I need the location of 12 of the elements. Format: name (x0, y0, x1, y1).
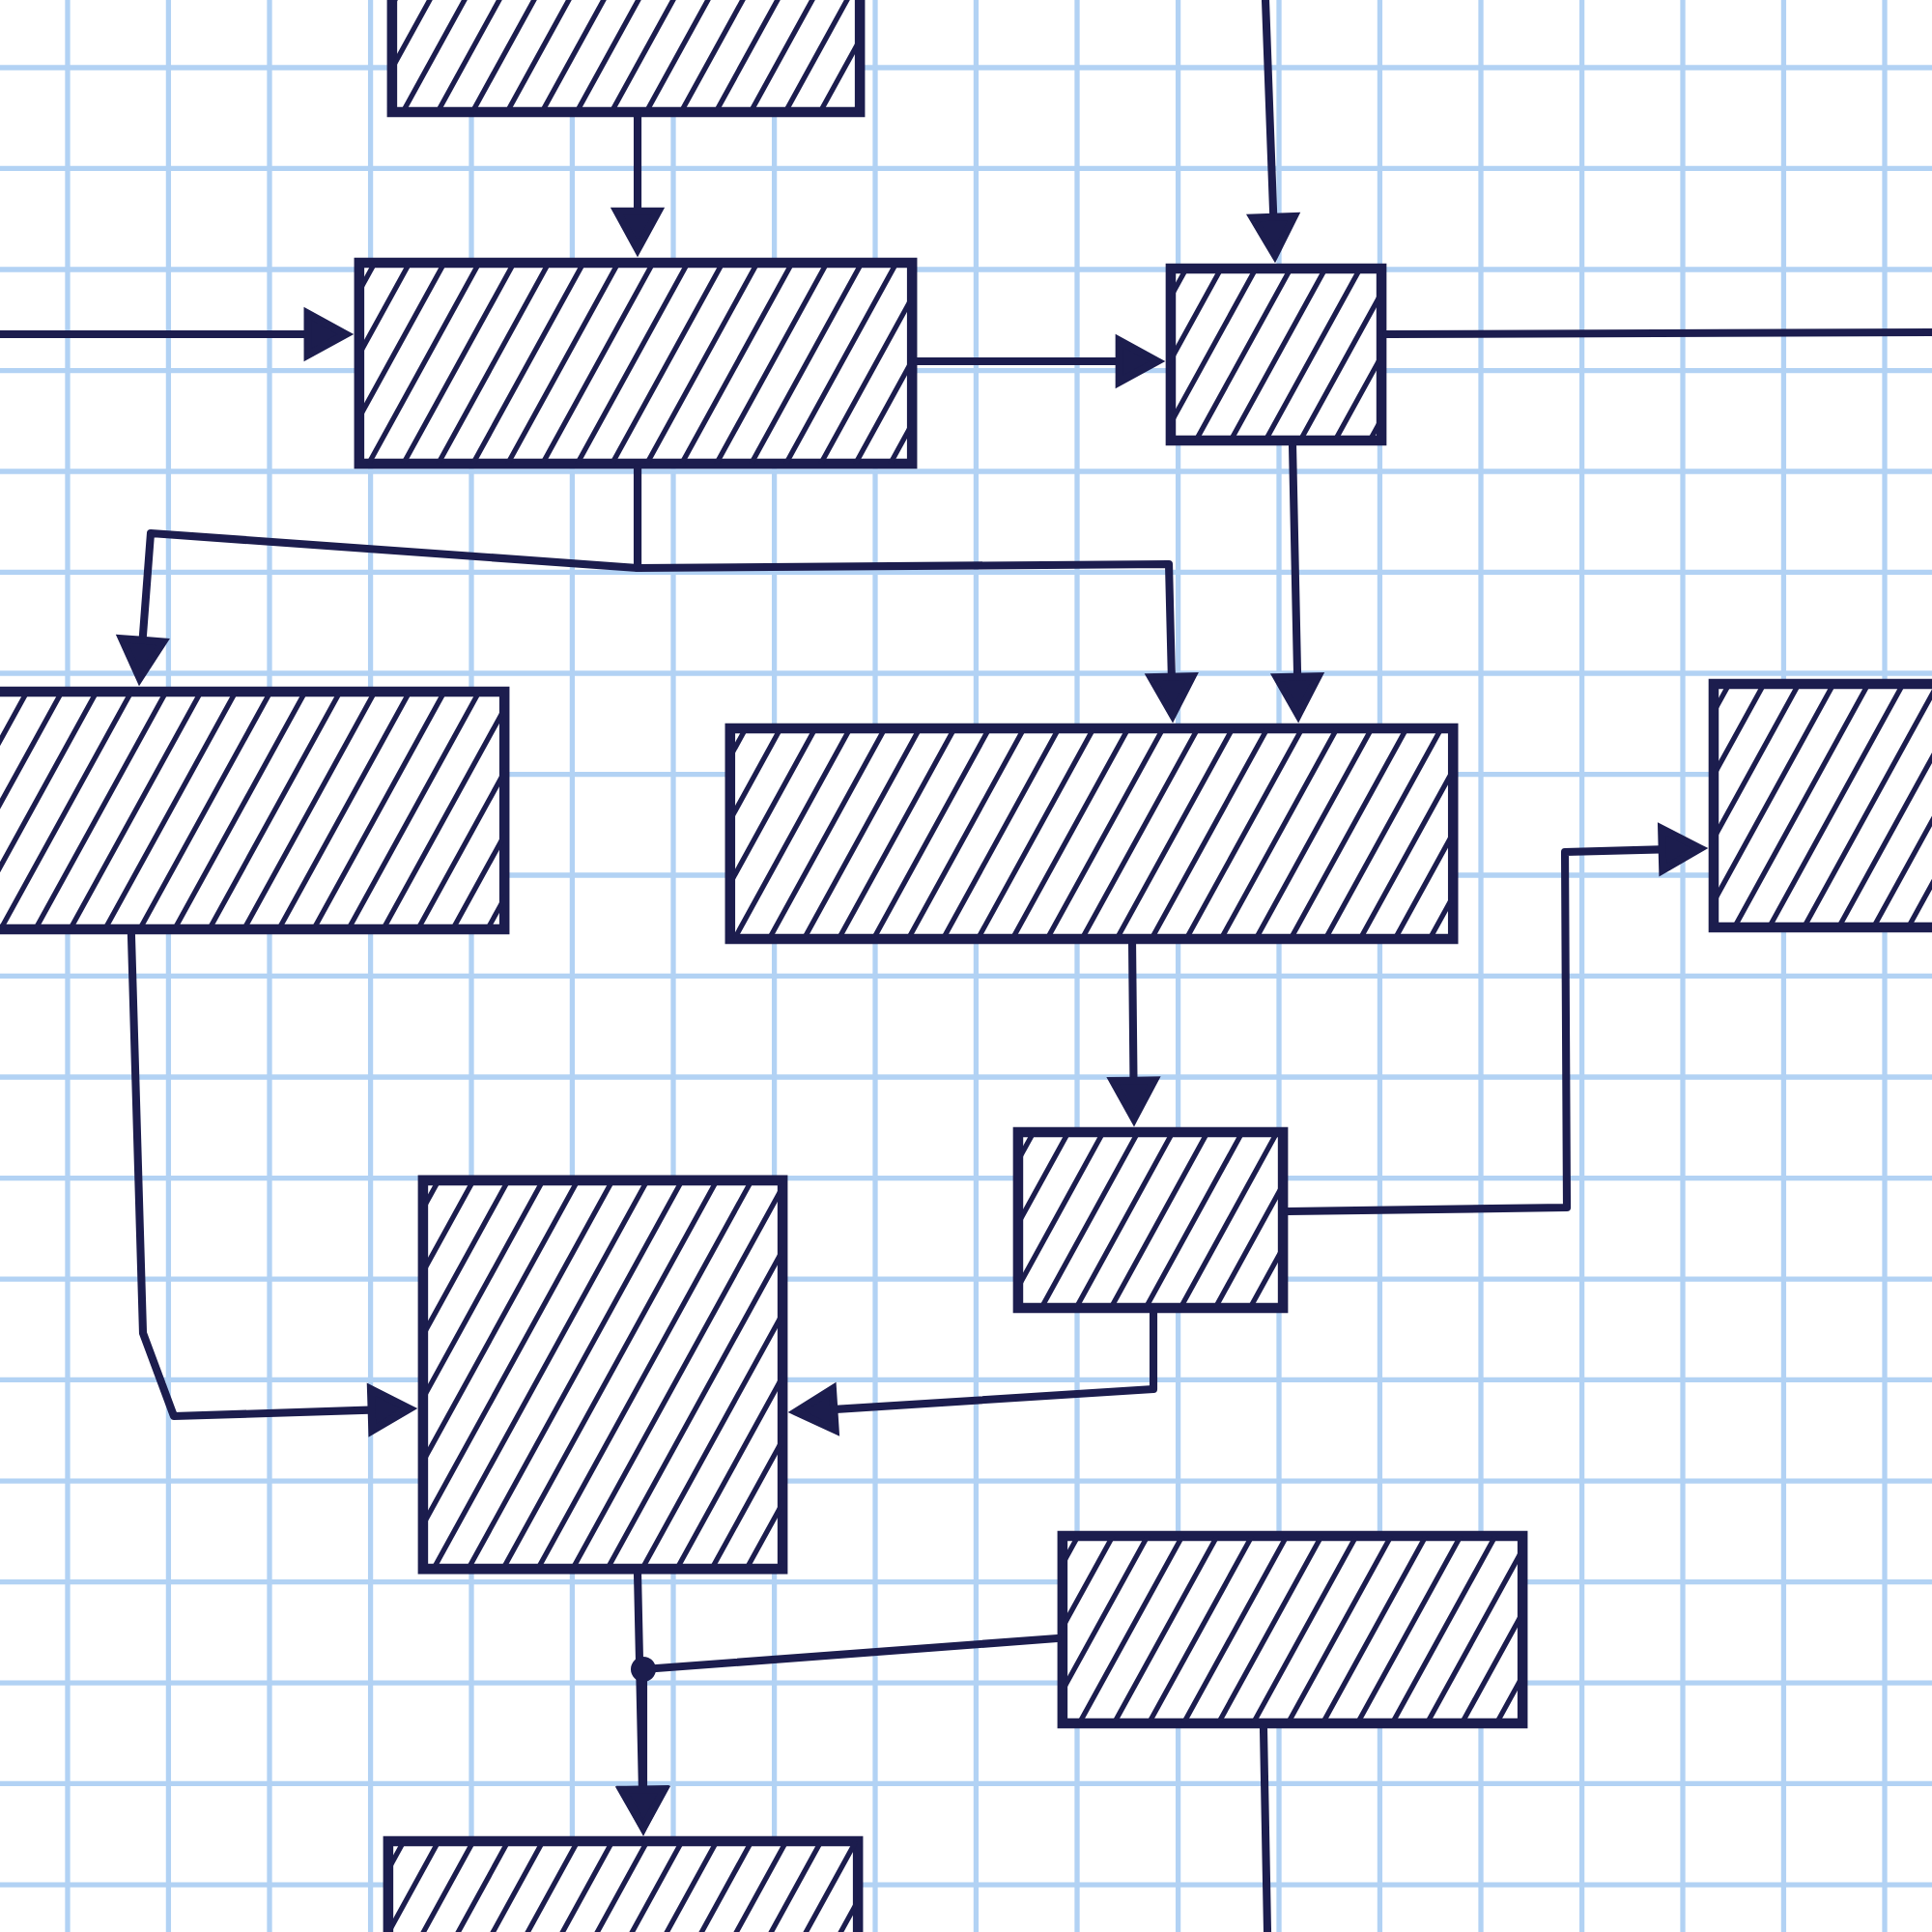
hatched-box (383, 1835, 864, 1932)
hatched-box (417, 1175, 788, 1575)
hatched-box (0, 686, 510, 935)
hatched-box (1165, 263, 1387, 446)
hatched-box (1708, 678, 1932, 933)
connector-line (1259, 1724, 1272, 1932)
hatched-box (354, 257, 918, 469)
hatched-box (1012, 1126, 1289, 1314)
hatched-box (724, 723, 1459, 945)
hatched-box (1057, 1530, 1528, 1729)
connector-line (1382, 327, 1932, 339)
hatched-box (386, 0, 866, 118)
